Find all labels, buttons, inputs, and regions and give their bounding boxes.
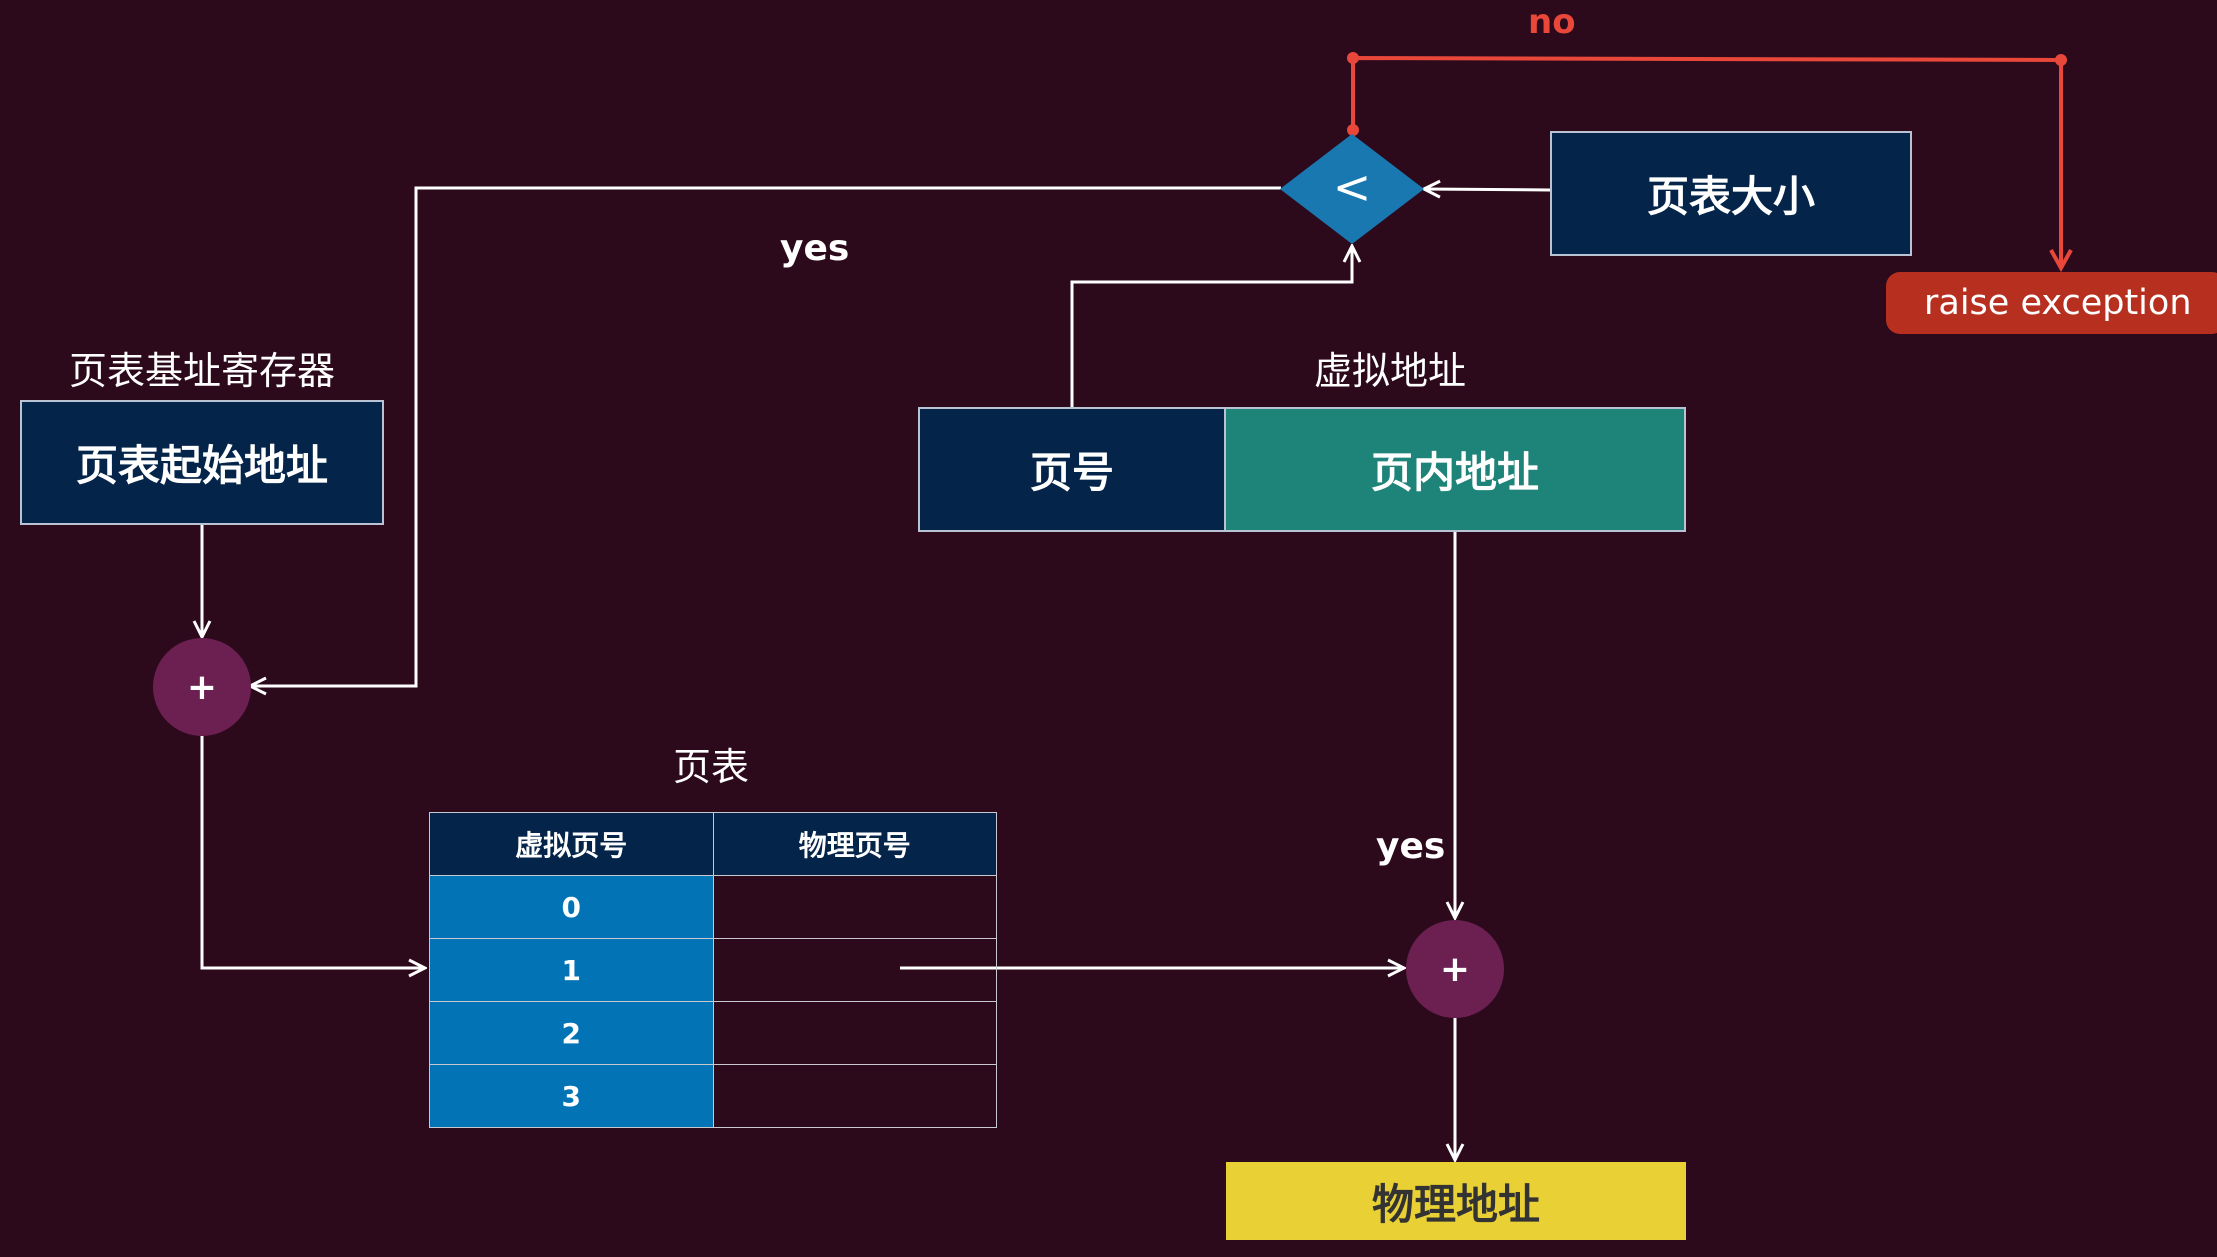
header-physical-page-number: 物理页号 [712, 812, 997, 876]
compare-diamond [1280, 134, 1424, 244]
compare-symbol: < [1332, 160, 1372, 214]
ppn-cell [712, 875, 997, 939]
page-number-to-compare-arrow [1070, 246, 1352, 408]
no-arrow [1351, 56, 2061, 268]
no-label: no [1528, 2, 1576, 42]
table-row: 2 [429, 1001, 997, 1065]
yes-label-right: yes [1376, 826, 1446, 867]
page-table-start-box: 页表起始地址 [20, 400, 384, 525]
adder-left: + [153, 638, 251, 736]
table-row: 3 [429, 1064, 997, 1128]
ppn-cell [712, 938, 997, 1002]
physical-address-box: 物理地址 [1226, 1162, 1686, 1240]
register-caption: 页表基址寄存器 [68, 349, 335, 393]
page-table: 虚拟页号 物理页号 0 1 2 3 [429, 812, 997, 1128]
vpn-cell: 3 [429, 1064, 714, 1128]
ppn-cell [712, 1001, 997, 1065]
size-to-compare-arrow [1424, 189, 1551, 190]
page-table-caption: 页表 [672, 745, 749, 789]
table-row: 1 [429, 938, 997, 1002]
adder-to-table-arrow [200, 736, 425, 968]
header-virtual-page-number: 虚拟页号 [429, 812, 714, 876]
vpn-cell: 2 [429, 1001, 714, 1065]
page-table-header-row: 虚拟页号 物理页号 [429, 812, 997, 876]
yes-label-top: yes [780, 228, 850, 269]
adder-right: + [1406, 920, 1504, 1018]
ppn-cell [712, 1064, 997, 1128]
page-table-size-box: 页表大小 [1550, 131, 1912, 256]
page-offset-box: 页内地址 [1224, 407, 1686, 532]
table-row: 0 [429, 875, 997, 939]
page-number-box: 页号 [918, 407, 1226, 532]
raise-exception-box: raise exception [1886, 272, 2217, 334]
vpn-cell: 1 [429, 938, 714, 1002]
virtual-address-caption: 虚拟地址 [1313, 349, 1466, 393]
vpn-cell: 0 [429, 875, 714, 939]
compare-yes-arrow [250, 186, 1281, 686]
